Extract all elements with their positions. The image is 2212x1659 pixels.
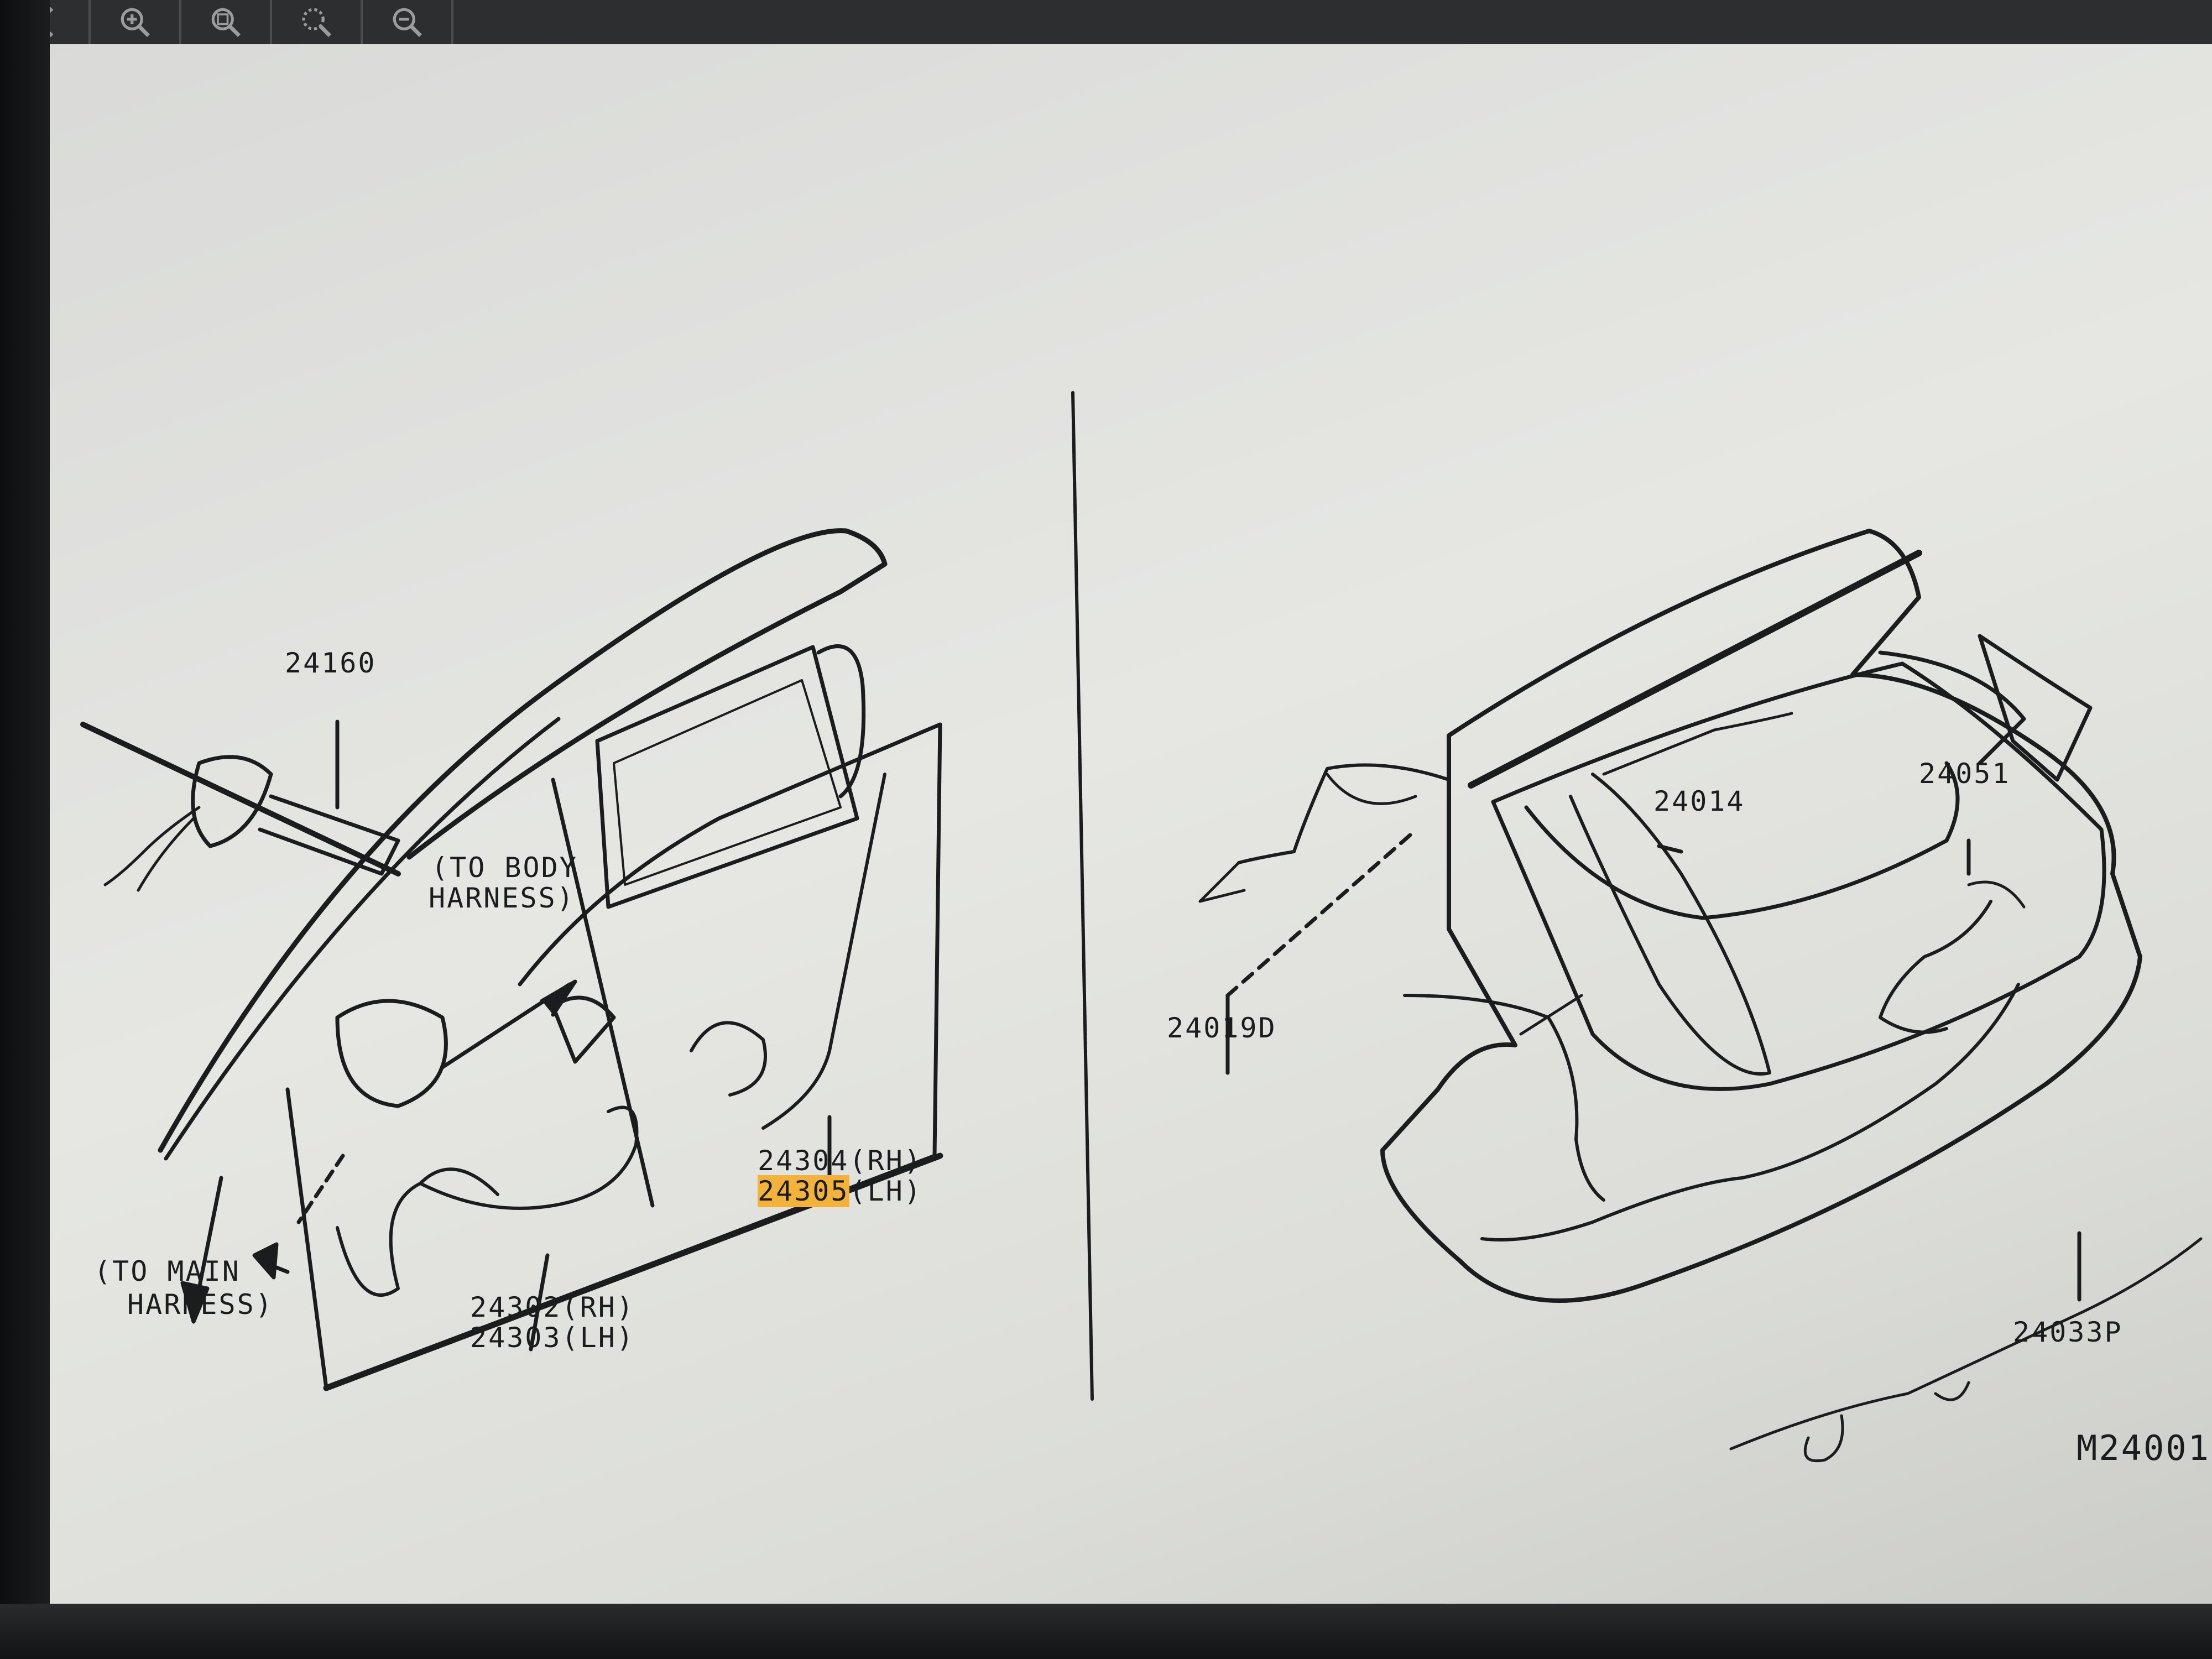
part-label-24019d: 24019D	[1167, 1012, 1277, 1044]
viewer-toolbar	[0, 0, 2212, 44]
zoom-in-button[interactable]	[91, 0, 181, 44]
harness-diagram	[80, 391, 2203, 1463]
document-canvas[interactable]: 24160 (TO BODY HARNESS) (TO MAIN HARNESS…	[0, 44, 2212, 1659]
zoom-out-icon	[393, 8, 422, 37]
zoom-fit-button[interactable]	[181, 0, 272, 44]
roof-harness-24160	[80, 722, 401, 892]
highlighted-part-number: 24305	[758, 1175, 849, 1207]
monitor-bezel-bottom	[0, 1604, 2212, 1659]
rear-door-drawing	[158, 528, 943, 1391]
to-body-harness-label-line1: (TO BODY	[431, 852, 578, 884]
back-door-drawing	[1198, 529, 2203, 1463]
zoom-fit-icon	[211, 8, 241, 37]
part-label-24303-lh: 24303(LH)	[470, 1322, 635, 1354]
monitor-bezel-left	[0, 0, 50, 1659]
to-main-harness-label-line2: HARNESS)	[127, 1288, 274, 1321]
part-label-24033p: 24033P	[2013, 1316, 2123, 1348]
document-code: M24001	[2077, 1428, 2210, 1468]
zoom-out-button[interactable]	[363, 0, 453, 44]
part-label-24305-lh: 24305(LH)	[758, 1175, 922, 1207]
to-body-harness-label-line2: HARNESS)	[429, 882, 575, 914]
zoom-in-icon	[121, 8, 150, 37]
part-label-24051: 24051	[1919, 758, 2011, 790]
part-label-24302-rh: 24302(RH)	[470, 1291, 635, 1323]
to-main-harness-label-line1: (TO MAIN	[94, 1255, 241, 1287]
part-label-24014: 24014	[1653, 785, 1745, 817]
zoom-region-button[interactable]	[272, 0, 363, 44]
center-divider	[1071, 391, 1094, 1401]
part-label-24304-rh: 24304(RH)	[758, 1145, 922, 1177]
zoom-region-icon	[302, 8, 331, 37]
part-label-24160: 24160	[285, 647, 377, 679]
